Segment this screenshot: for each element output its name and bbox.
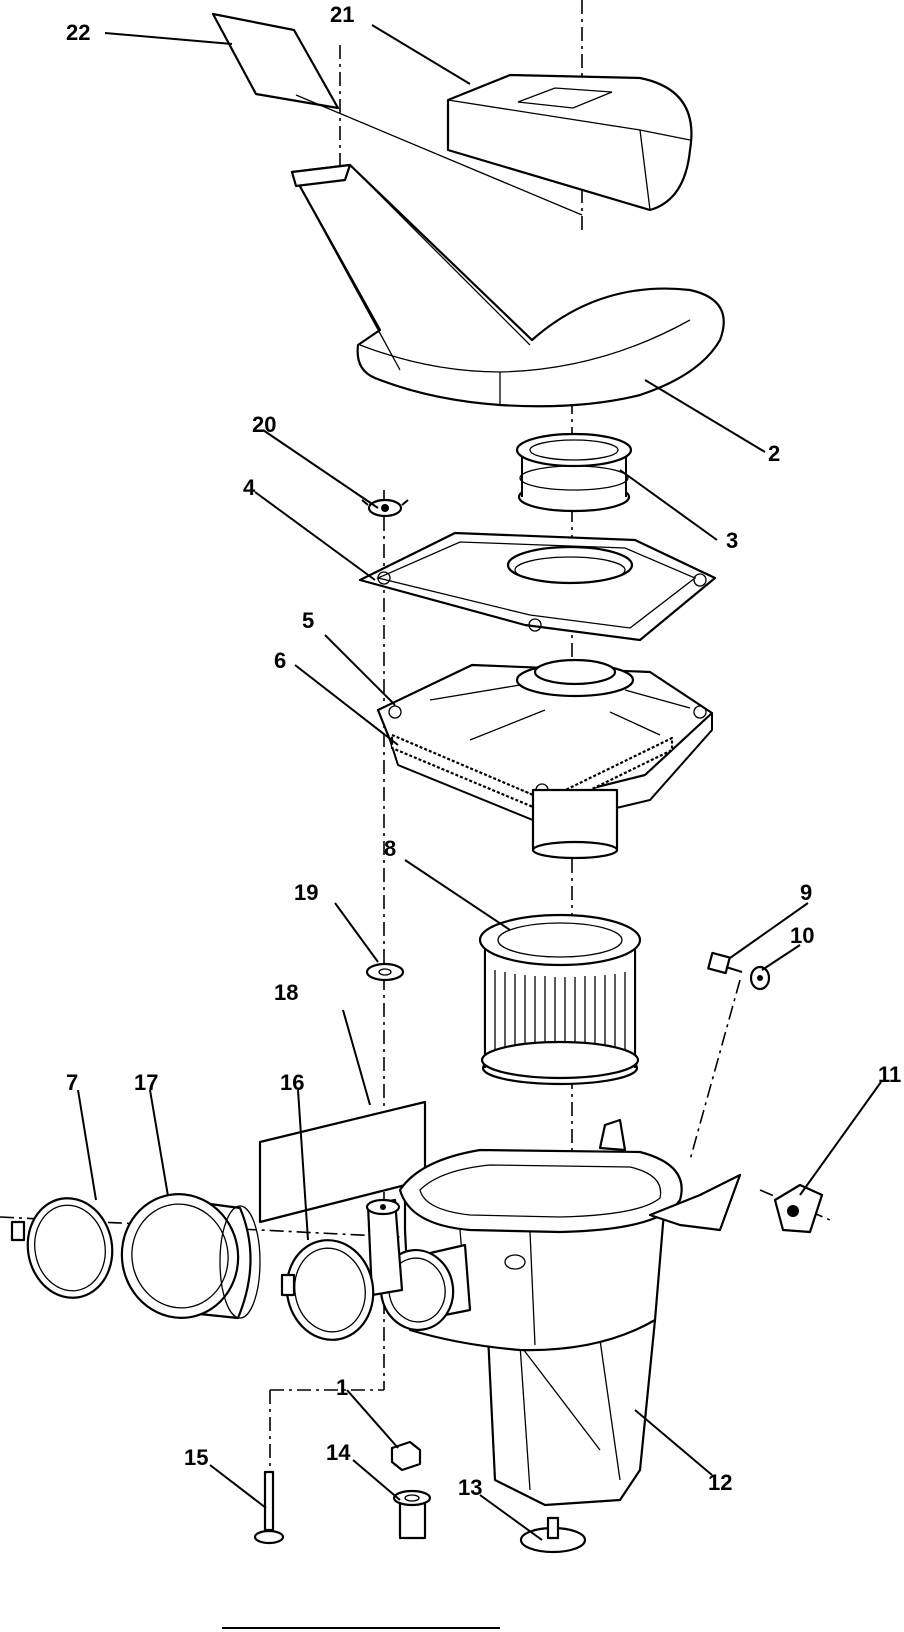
part-4-top-plate	[358, 531, 717, 642]
callout-17: 17	[134, 1070, 158, 1095]
part-21-cover	[295, 73, 693, 216]
callout-7: 7	[66, 1070, 78, 1095]
callout-10: 10	[790, 923, 814, 948]
part-9-bolt	[707, 951, 743, 975]
part-11-clip	[773, 1183, 824, 1234]
callout-6: 6	[274, 648, 286, 673]
callout-20: 20	[252, 412, 276, 437]
callout-14: 14	[326, 1440, 351, 1465]
part-15-bolt	[253, 1470, 285, 1545]
callout-12: 12	[708, 1470, 732, 1495]
part-1-nut	[390, 1440, 422, 1472]
callout-2: 2	[768, 441, 780, 466]
callout-3: 3	[726, 528, 738, 553]
callout-5: 5	[302, 608, 314, 633]
callout-16: 16	[280, 1070, 304, 1095]
part-2-silencer	[290, 163, 725, 408]
callout-4: 4	[243, 475, 256, 500]
callout-9: 9	[800, 880, 812, 905]
callout-18: 18	[274, 980, 298, 1005]
callout-13: 13	[458, 1475, 482, 1500]
part-12-airbox	[398, 1118, 742, 1507]
callout-19: 19	[294, 880, 318, 905]
callout-1: 1	[336, 1375, 348, 1400]
part-20-wing-nut	[361, 498, 409, 518]
airbox-mount-boss	[365, 1198, 404, 1297]
part-16-clamp	[280, 1239, 375, 1341]
part-10-washer	[749, 965, 771, 991]
part-8-filter	[478, 913, 642, 1086]
callout-21: 21	[330, 2, 354, 27]
part-3-boot	[515, 432, 633, 513]
callout-22: 22	[66, 20, 90, 45]
callout-15: 15	[184, 1445, 208, 1470]
part-17-inlet-tube	[120, 1193, 261, 1320]
lid-outlet-tube	[531, 788, 619, 860]
part-14-spacer	[392, 1489, 432, 1540]
leader-lines	[77, 24, 882, 1541]
part-22-decal	[211, 12, 340, 110]
callout-8: 8	[384, 836, 396, 861]
callout-11: 11	[878, 1062, 901, 1087]
part-13-drain	[519, 1516, 587, 1554]
part-18-decal	[258, 1100, 427, 1224]
part-7-clamp	[10, 1197, 114, 1299]
part-19-washer	[365, 962, 405, 982]
callout-labels: 1 2 3 4 5 6 7 8 9 10 11 12 13 14 15 16 1…	[66, 2, 901, 1500]
